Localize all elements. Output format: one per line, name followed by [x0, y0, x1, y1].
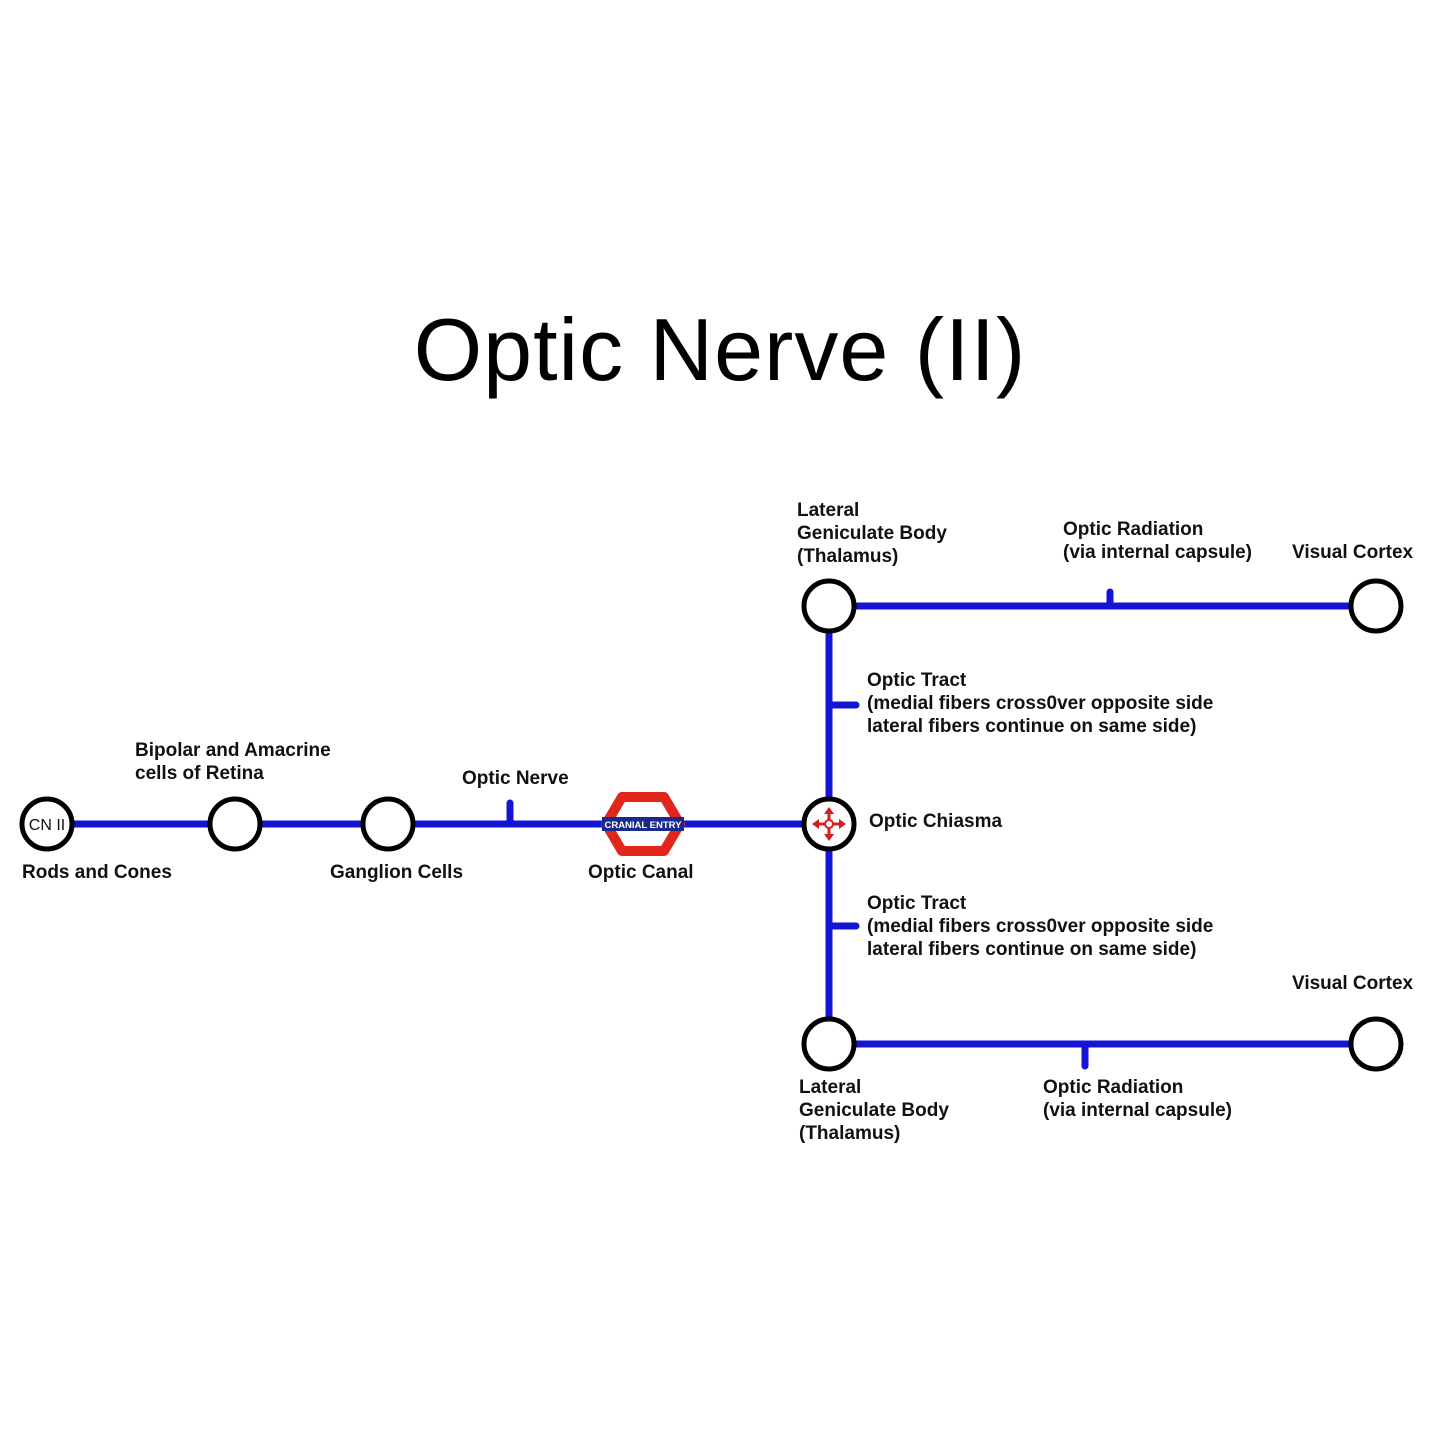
hexagon-roundel-icon: CRANIAL ENTRY — [601, 792, 685, 856]
label-bipolar-amacrine: Bipolar and Amacrine cells of Retina — [135, 740, 331, 784]
label-optic-canal: Optic Canal — [588, 862, 694, 883]
stations — [19, 578, 1404, 1072]
station-bipolar-amacrine — [207, 796, 263, 852]
label-optic-chiasma: Optic Chiasma — [869, 811, 1003, 832]
label-optic-tract-upper: Optic Tract (medial fibers cross0ver opp… — [867, 670, 1214, 737]
label-lgb-upper: Lateral Geniculate Body (Thalamus) — [797, 500, 947, 567]
route-lines — [43, 602, 1380, 1048]
label-optic-radiation-lower: Optic Radiation (via internal capsule) — [1043, 1077, 1233, 1121]
station-lgb-lower — [801, 1016, 857, 1072]
station-rods-cones — [19, 796, 75, 852]
label-optic-radiation-upper: Optic Radiation (via internal capsule) — [1063, 519, 1253, 563]
label-optic-tract-lower: Optic Tract (medial fibers cross0ver opp… — [867, 893, 1214, 960]
diagram-title: Optic Nerve (II) — [413, 300, 1027, 399]
label-rods-cones: Rods and Cones — [22, 862, 172, 883]
four-way-arrows-icon — [812, 807, 846, 841]
start-badge-label: CN II — [29, 817, 65, 834]
station-lgb-upper — [801, 578, 857, 634]
route-ticks — [506, 588, 1114, 1070]
station-visual-cortex-upper — [1348, 578, 1404, 634]
label-lgb-lower: Lateral Geniculate Body (Thalamus) — [799, 1077, 949, 1144]
label-visual-cortex-lower: Visual Cortex — [1292, 973, 1414, 994]
label-optic-nerve: Optic Nerve — [462, 768, 569, 789]
label-ganglion-cells: Ganglion Cells — [330, 862, 464, 883]
label-visual-cortex-upper: Visual Cortex — [1292, 542, 1414, 563]
station-visual-cortex-lower — [1348, 1016, 1404, 1072]
cranial-entry-label: CRANIAL ENTRY — [604, 820, 682, 831]
station-ganglion — [360, 796, 416, 852]
